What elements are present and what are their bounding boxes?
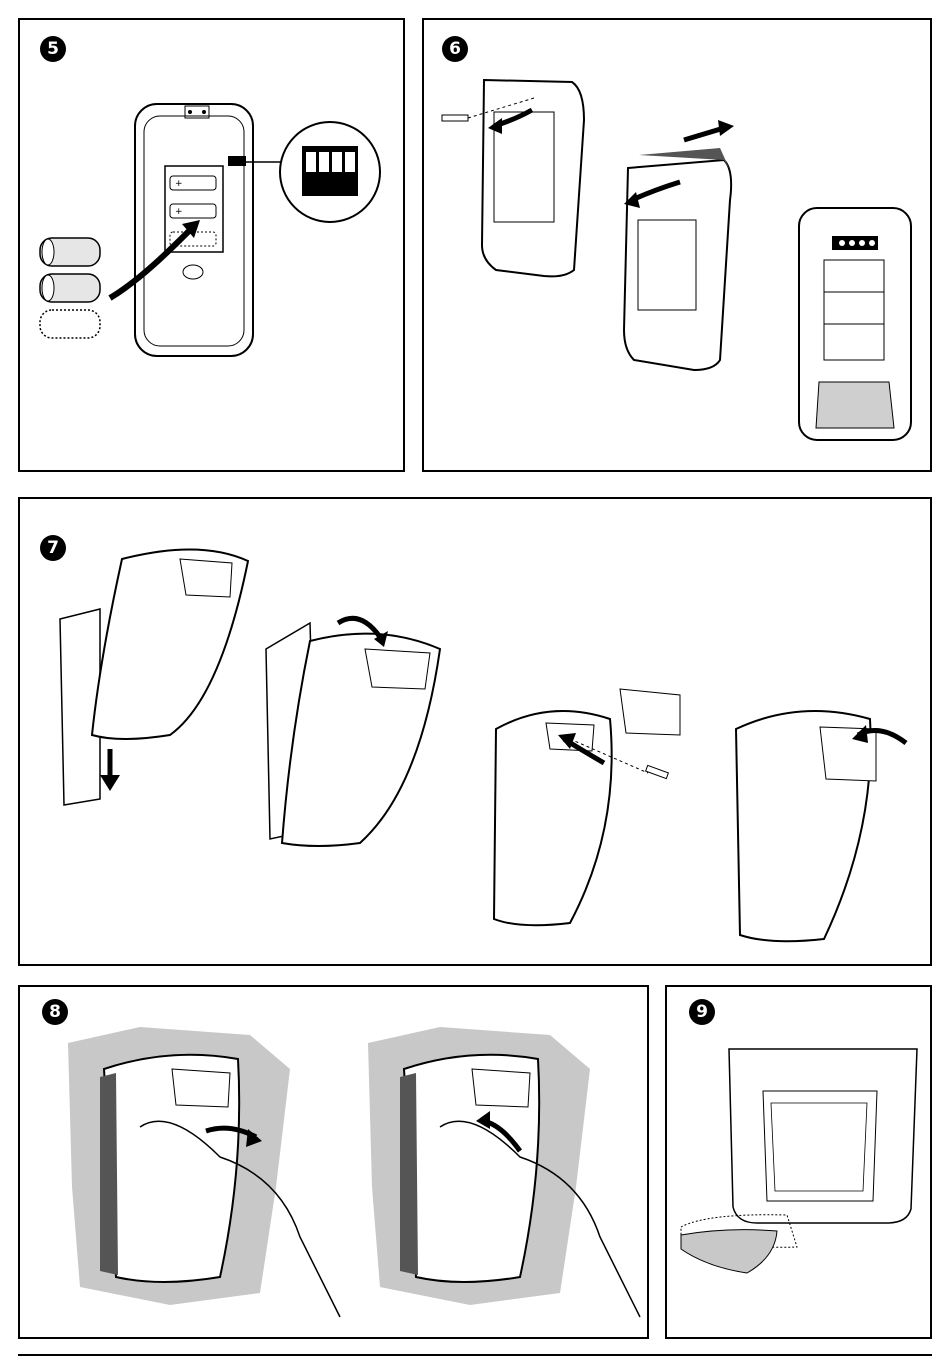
step-9-panel: 9	[665, 985, 932, 1339]
dip-switch-small	[228, 156, 246, 166]
battery-compartment	[165, 166, 223, 252]
step-6-panel: 6	[422, 18, 932, 472]
detector-inside	[729, 1049, 917, 1223]
step-5-panel: 5 + +	[18, 18, 405, 472]
step-7-illustration	[20, 499, 932, 966]
detector-cover-c	[494, 711, 612, 925]
step-5-illustration: + +	[20, 20, 405, 472]
lens	[681, 1230, 777, 1273]
cover-cap	[620, 689, 680, 735]
plus-label: +	[175, 179, 183, 189]
detector-right	[404, 1055, 539, 1282]
svg-text:+: +	[175, 207, 183, 217]
battery-icon	[40, 238, 100, 338]
step-6-illustration	[424, 20, 932, 472]
lens	[816, 382, 894, 428]
detector-cover-b	[282, 634, 440, 846]
screw-icon	[646, 765, 669, 778]
step-9-illustration	[667, 987, 932, 1339]
step-8-panel: 8	[18, 985, 649, 1339]
step-8-illustration	[20, 987, 649, 1339]
detector-left	[104, 1055, 239, 1282]
detector-cover-a	[92, 549, 248, 739]
detector-tilted	[624, 160, 731, 370]
bottom-rule	[18, 1354, 932, 1356]
step-7-panel: 7	[18, 497, 932, 966]
screw-icon	[442, 115, 468, 121]
